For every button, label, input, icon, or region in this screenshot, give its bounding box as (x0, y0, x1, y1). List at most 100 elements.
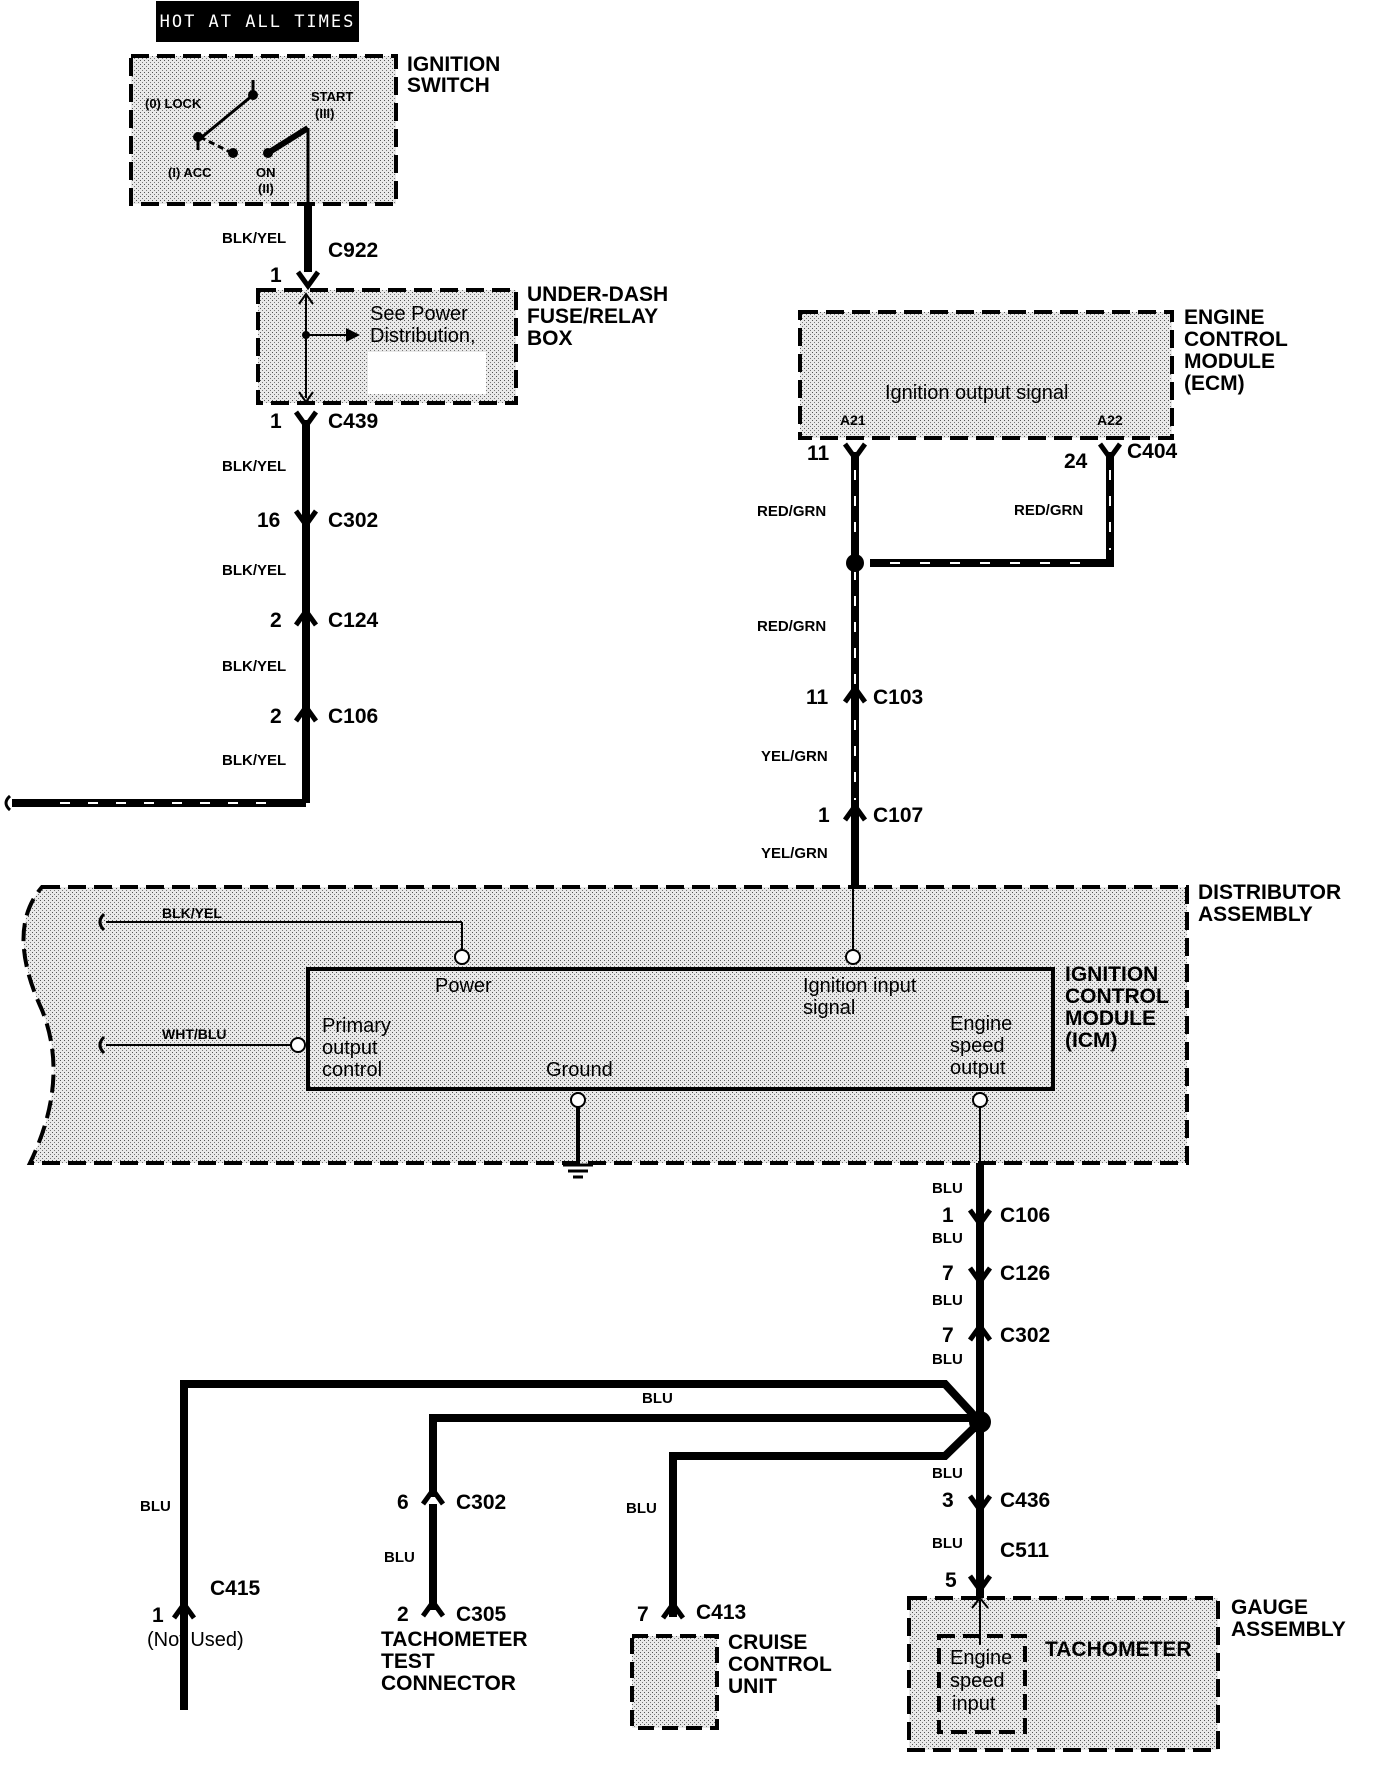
wire-label: BLU (642, 1390, 673, 1407)
icm-ign-input-1: Ignition input (803, 975, 917, 997)
wire-label: BLU (932, 1292, 963, 1309)
fuse-note-2: Distribution, (370, 325, 476, 347)
tach-test-label-1: TACHOMETER (381, 1628, 528, 1651)
ecm-signal-label: Ignition output signal (885, 382, 1068, 404)
hot-at-all-times-label: HOT AT ALL TIMES (156, 1, 359, 42)
icm-speed-3: output (950, 1057, 1006, 1079)
connector-c404: C404 (1127, 440, 1178, 463)
fuse-note-1: See Power (370, 303, 468, 325)
distributor-title-2: ASSEMBLY (1198, 903, 1313, 926)
wire-label: RED/GRN (757, 618, 826, 635)
connector-c305: C305 (456, 1603, 507, 1626)
ignition-switch: (0) LOCK (I) ACC START (III) ON (II) IGN… (129, 53, 500, 206)
gauge-input-1: Engine (950, 1647, 1012, 1669)
blu-speed-circuit (171, 1107, 993, 1710)
blk-yel-circuit (4, 410, 319, 812)
not-used-label: (Not Used) (147, 1629, 244, 1651)
tach-test-label-3: CONNECTOR (381, 1672, 516, 1695)
gauge-title-1: GAUGE (1231, 1596, 1308, 1619)
ecm-title-4: (ECM) (1184, 372, 1245, 395)
icm-speed-1: Engine (950, 1013, 1012, 1035)
wire-label: YEL/GRN (761, 845, 828, 862)
ecm-title-3: MODULE (1184, 350, 1275, 373)
connector-c106: C106 (328, 705, 378, 728)
connector-c126: C126 (1000, 1262, 1050, 1285)
pin-label: 1 (270, 410, 282, 433)
connector-c439: C439 (328, 410, 378, 433)
icm-title-1: IGNITION (1065, 963, 1158, 986)
wire-label: BLU (932, 1351, 963, 1368)
connector-c302: C302 (328, 509, 378, 532)
connector-c302: C302 (456, 1491, 506, 1514)
icm-title-2: CONTROL (1065, 985, 1169, 1008)
wire-label: BLK/YEL (222, 230, 286, 247)
pin-label: 1 (942, 1204, 954, 1227)
pin-label: 7 (942, 1324, 954, 1347)
wire-label: RED/GRN (1014, 502, 1083, 519)
connector-c415: C415 (210, 1577, 261, 1600)
gauge-title-2: ASSEMBLY (1231, 1618, 1346, 1641)
wire-label: BLK/YEL (222, 658, 286, 675)
pin-label: 5 (945, 1569, 957, 1592)
ignition-control-module: Power Ignition input signal Primary outp… (290, 949, 1169, 1108)
connector-c106: C106 (1000, 1204, 1050, 1227)
pin-label: 24 (1064, 450, 1088, 473)
red-grn-circuit (842, 442, 1123, 887)
pos-start-label: START (311, 89, 353, 104)
pos-on-label: ON (256, 165, 276, 180)
distributor-title-1: DISTRIBUTOR (1198, 881, 1341, 904)
icm-primary-2: output (322, 1037, 378, 1059)
ground-symbol (563, 1107, 593, 1179)
ecm-title-2: CONTROL (1184, 328, 1288, 351)
connector-c413: C413 (696, 1601, 746, 1624)
wire-label: BLK/YEL (222, 562, 286, 579)
tach-test-label-2: TEST (381, 1650, 435, 1673)
ignition-switch-title-2: SWITCH (407, 74, 490, 97)
wire-label: BLK/YEL (222, 752, 286, 769)
pin-label: 11 (807, 442, 830, 465)
connector-c103: C103 (873, 686, 923, 709)
cruise-label-2: CONTROL (728, 1653, 832, 1676)
fuse-box-title-3: BOX (527, 327, 573, 350)
gauge-assembly: Engine speed input TACHOMETER GAUGE ASSE… (907, 1596, 1346, 1752)
icm-primary-3: control (322, 1059, 382, 1081)
wire-label: BLU (140, 1498, 171, 1515)
pos-on-num: (II) (258, 181, 274, 196)
icm-title-4: (ICM) (1065, 1029, 1117, 1052)
pin-label: 1 (152, 1604, 164, 1627)
pin-label: 1 (270, 264, 282, 287)
wire-label: WHT/BLU (162, 1026, 227, 1042)
pin-label: 3 (942, 1489, 954, 1512)
connector-c302: C302 (1000, 1324, 1050, 1347)
pos-start-num: (III) (315, 106, 335, 121)
gauge-input-3: input (952, 1693, 996, 1715)
pin-label: 2 (397, 1603, 409, 1626)
connector-c922-symbol (295, 270, 321, 291)
icm-primary-1: Primary (322, 1015, 391, 1037)
wire-label: BLU (932, 1535, 963, 1552)
pin-label: 2 (270, 609, 282, 632)
pin-label: 6 (397, 1491, 409, 1514)
pin-label: 2 (270, 705, 282, 728)
wire-label: BLU (384, 1549, 415, 1566)
wire-label: RED/GRN (757, 503, 826, 520)
pin-label: 7 (942, 1262, 954, 1285)
wire-label: BLU (932, 1465, 963, 1482)
engine-control-module: Ignition output signal A21 A22 ENGINE CO… (798, 306, 1288, 440)
icm-speed-2: speed (950, 1035, 1005, 1057)
icm-power-label: Power (435, 975, 492, 997)
icm-ign-input-2: signal (803, 997, 855, 1019)
fuse-box-title-2: FUSE/RELAY (527, 305, 658, 328)
cruise-label-3: UNIT (728, 1675, 777, 1698)
fuse-relay-box: See Power Distribution, UNDER-DASH FUSE/… (256, 283, 668, 405)
wire-label: BLU (626, 1500, 657, 1517)
fuse-box-title-1: UNDER-DASH (527, 283, 668, 306)
pos-lock-label: (0) LOCK (145, 96, 202, 111)
connector-c436: C436 (1000, 1489, 1050, 1512)
ecm-title-1: ENGINE (1184, 306, 1265, 329)
connector-c511: C511 (1000, 1539, 1049, 1562)
wire-label: YEL/GRN (761, 748, 828, 765)
pin-label: 1 (818, 804, 830, 827)
pin-label: 16 (257, 509, 280, 532)
